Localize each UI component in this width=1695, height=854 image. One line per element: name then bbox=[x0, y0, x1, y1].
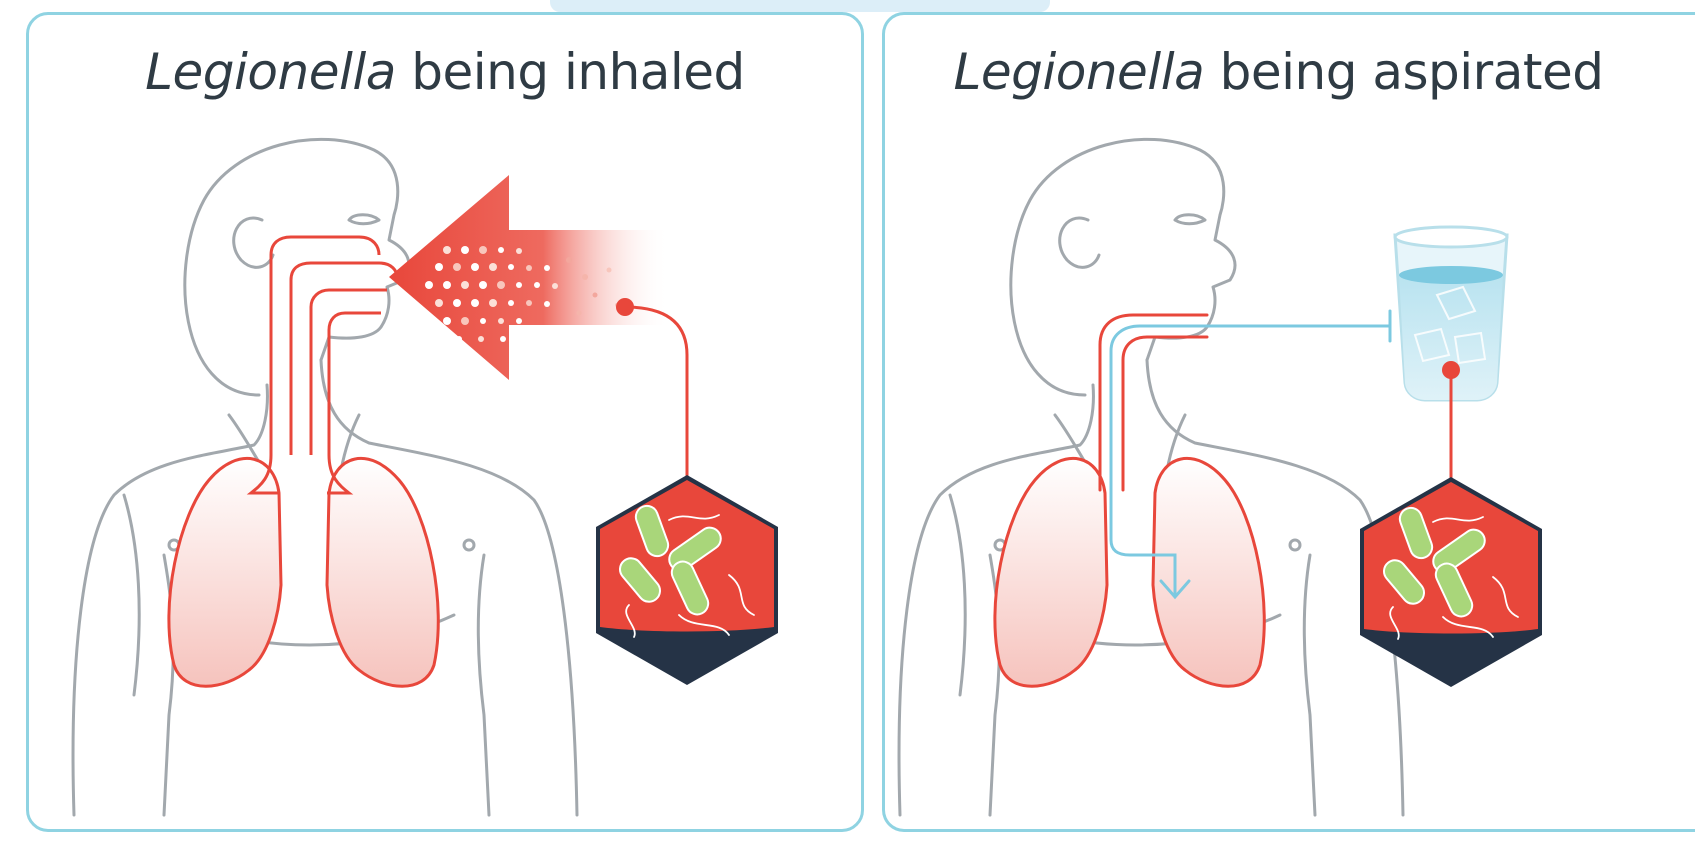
lungs bbox=[169, 458, 438, 686]
inhaled-illustration bbox=[29, 15, 864, 832]
legionella-bacteria-hexagon bbox=[596, 475, 778, 685]
panel-aspirated: Legionella being aspirated bbox=[882, 12, 1695, 832]
inhalation-arrow bbox=[389, 175, 669, 380]
aspirated-illustration bbox=[885, 15, 1695, 832]
human-body-outline bbox=[899, 139, 1403, 815]
bacteria-connector bbox=[616, 298, 687, 480]
legionella-bacteria-hexagon bbox=[1360, 477, 1542, 687]
right-lung bbox=[1153, 458, 1264, 686]
panel-inhaled: Legionella being inhaled bbox=[26, 12, 864, 832]
left-lung bbox=[995, 458, 1107, 686]
airway-passages bbox=[251, 237, 397, 493]
top-tab-tint bbox=[550, 0, 1050, 12]
lungs bbox=[995, 458, 1264, 686]
